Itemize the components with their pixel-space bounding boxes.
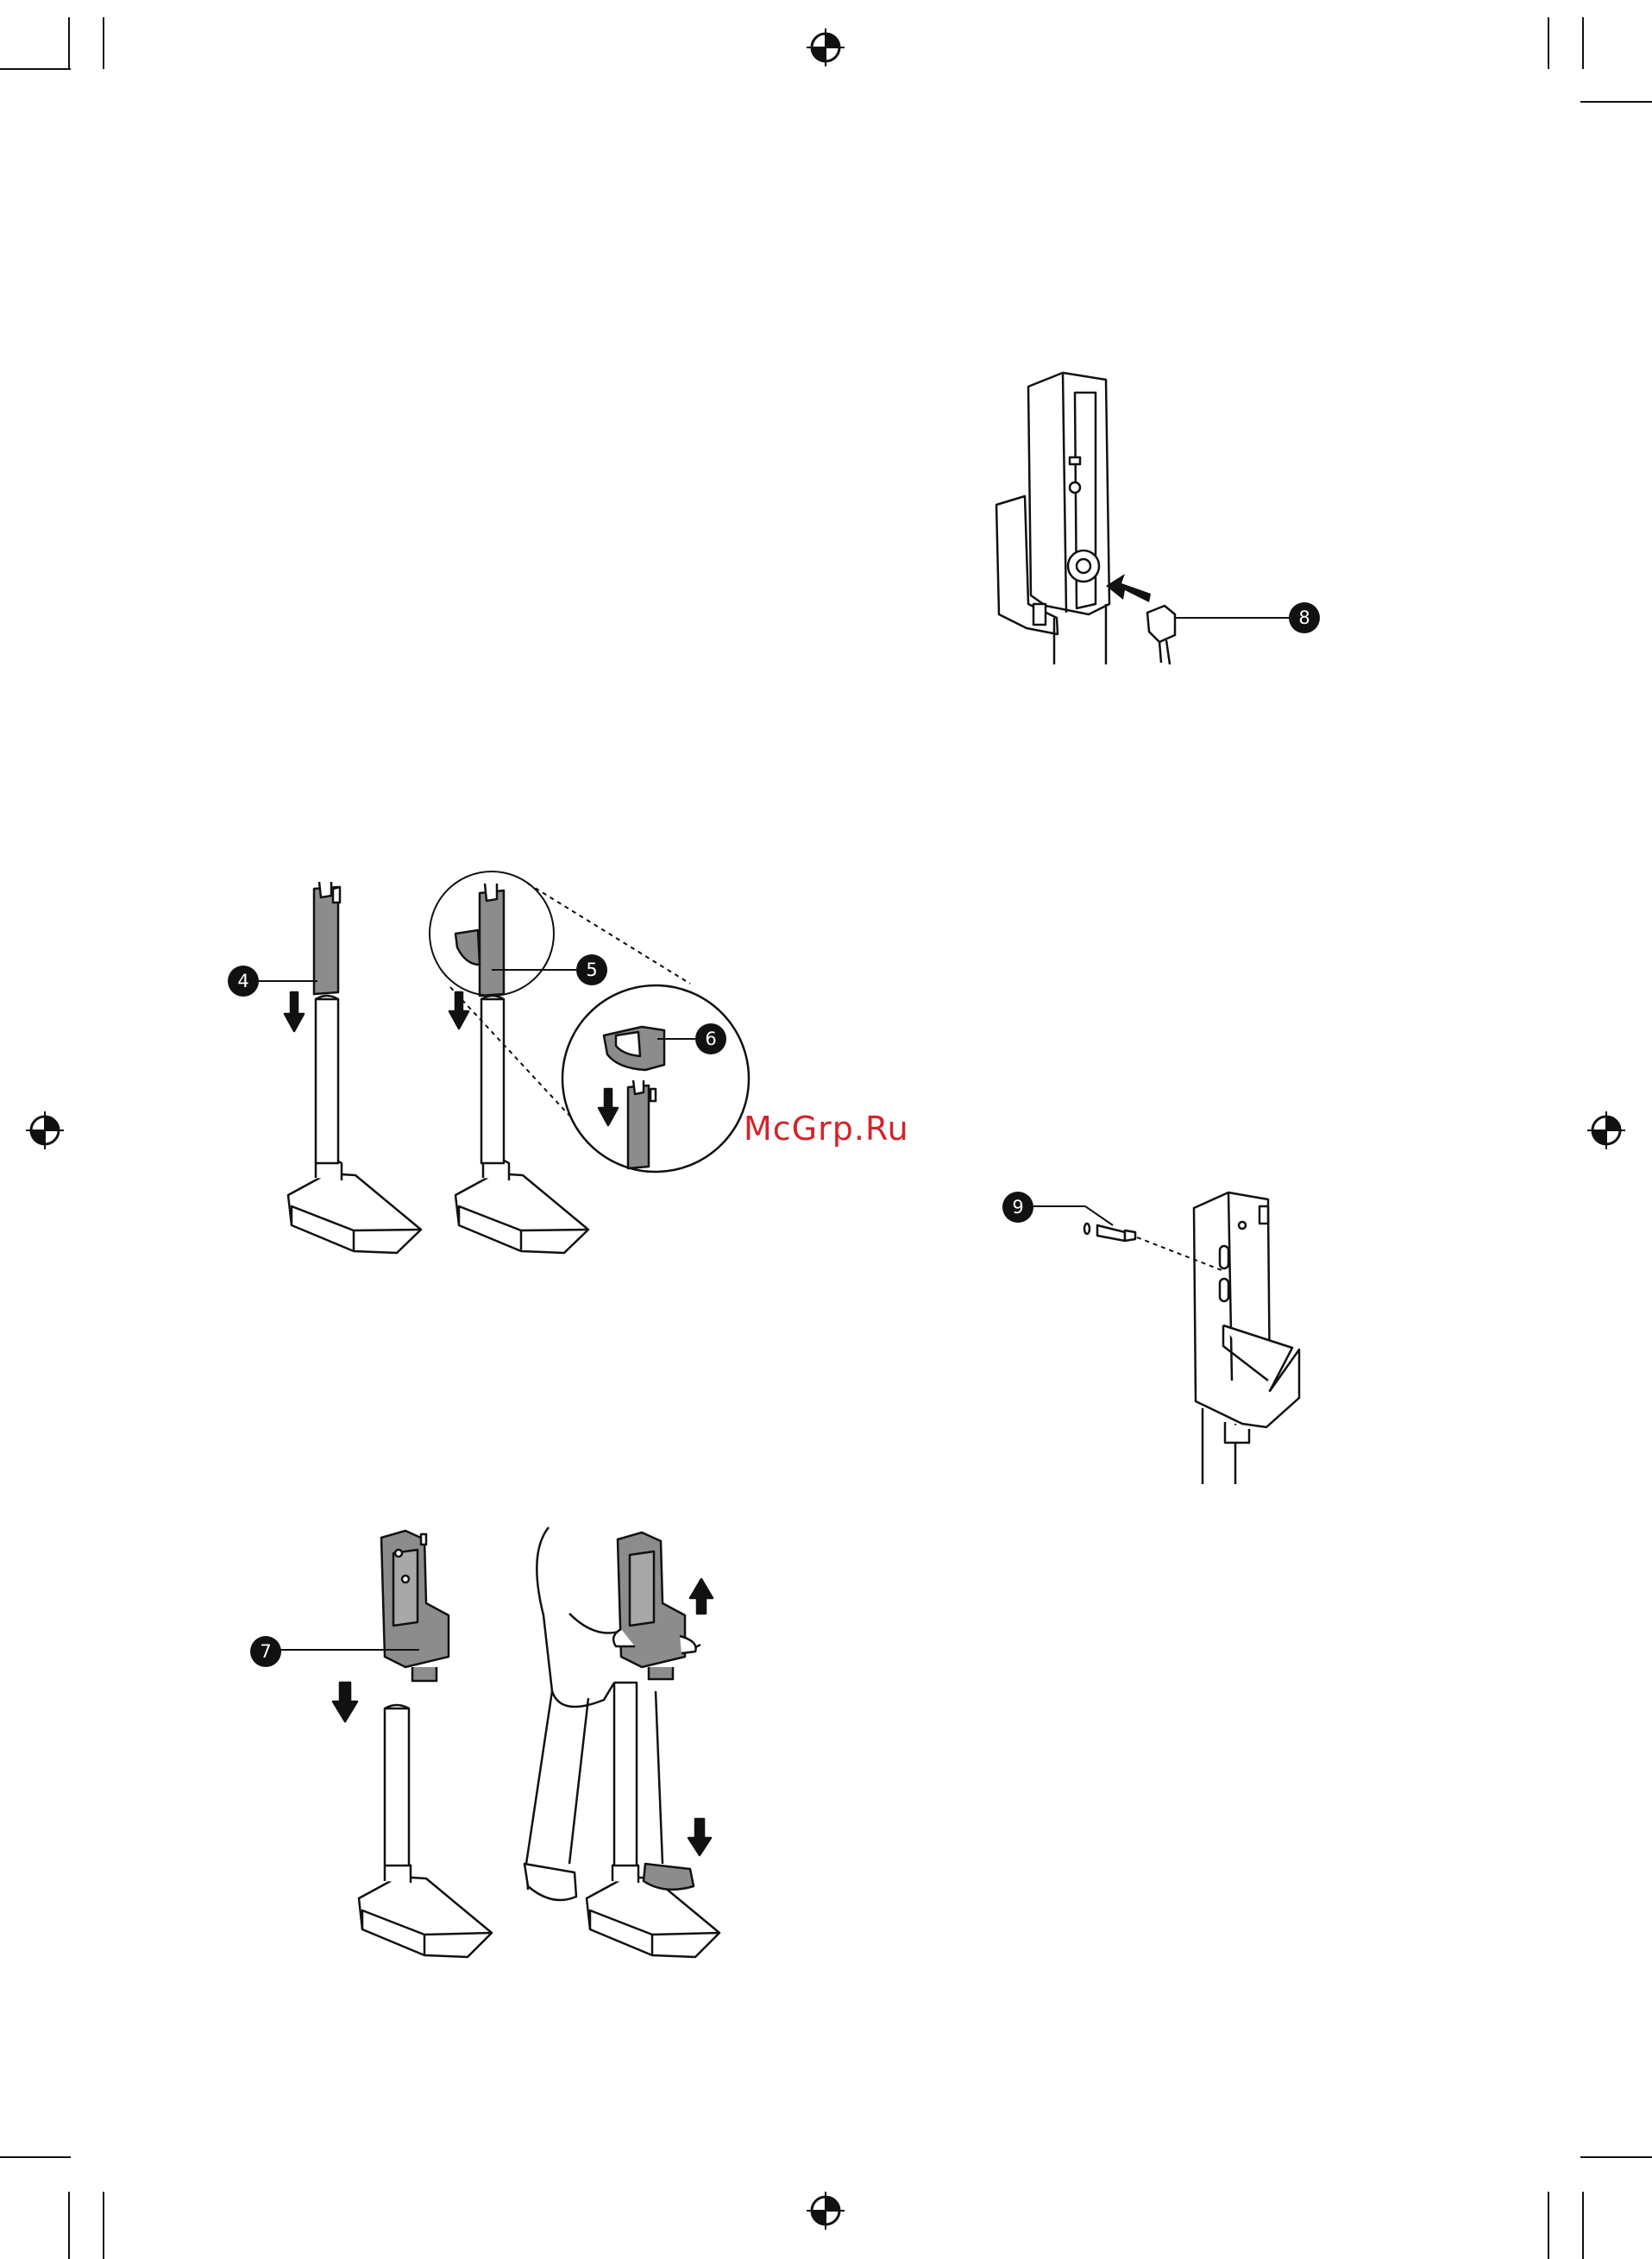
callout-9-badge: 9 — [1002, 1192, 1033, 1223]
callout-5-badge: 5 — [576, 954, 607, 985]
callout-4-badge: 4 — [228, 966, 259, 997]
callout-6-badge: 6 — [695, 1023, 726, 1054]
watermark-text: McGrp.Ru — [744, 1110, 909, 1148]
callout-8-badge: 8 — [1289, 602, 1320, 633]
callout-7-badge: 7 — [250, 1636, 281, 1667]
